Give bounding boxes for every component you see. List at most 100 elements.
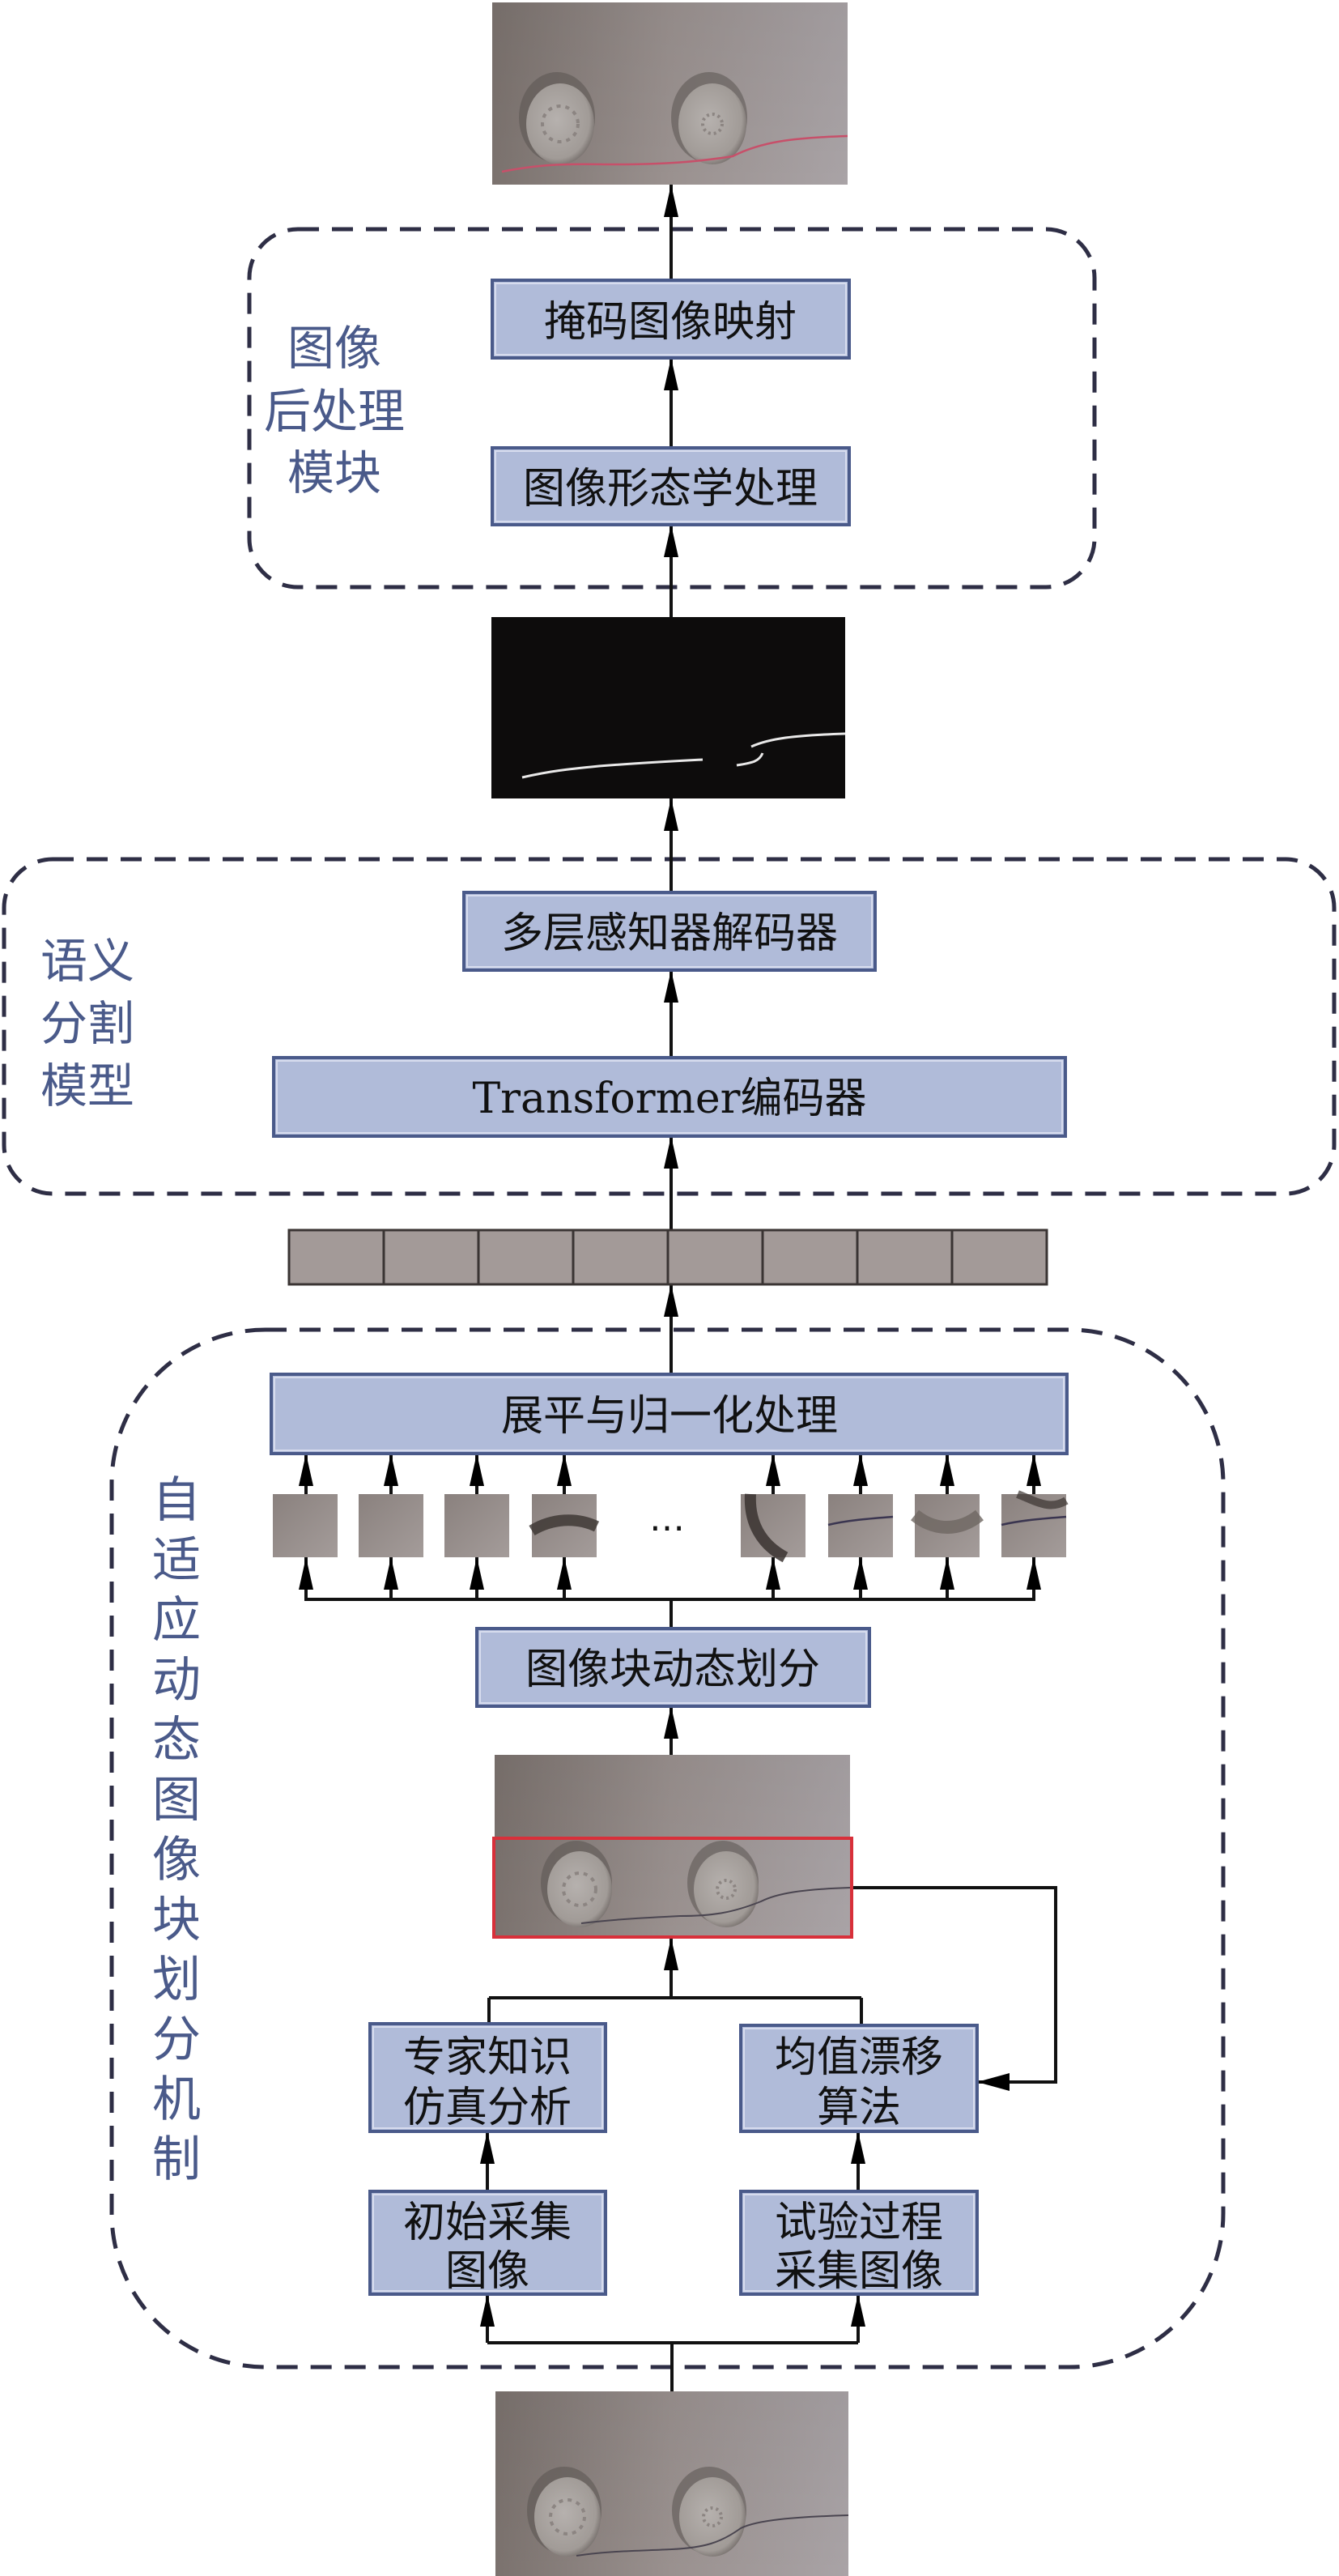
- box-label: 专家知识: [403, 2033, 572, 2082]
- arrowhead-icon: [851, 2294, 865, 2327]
- arrowhead-icon: [766, 1557, 780, 1590]
- arrowhead-icon: [664, 358, 678, 390]
- image-patch: [444, 1494, 509, 1557]
- group-label-char: 机: [152, 2071, 201, 2128]
- arrowhead-icon: [480, 2131, 495, 2164]
- arrowhead-icon: [664, 1706, 678, 1739]
- box-label: 图像块动态划分: [525, 1646, 820, 1694]
- box-label: 掩码图像映射: [544, 298, 797, 347]
- group-label-line: 语义: [40, 934, 134, 989]
- box-label: Transformer编码器: [472, 1075, 866, 1123]
- arrowhead-icon: [853, 1454, 868, 1486]
- token-cell: [382, 1228, 480, 1286]
- group-label-char: 动: [152, 1652, 201, 1709]
- arrowhead-icon: [470, 1454, 484, 1486]
- group-label-char: 态: [152, 1712, 201, 1769]
- arrowhead-icon: [557, 1454, 572, 1486]
- token-cell: [761, 1228, 859, 1286]
- arrowhead-icon: [664, 798, 678, 831]
- box-label: 仿真分析: [403, 2084, 572, 2132]
- arrowhead-icon: [664, 185, 678, 217]
- image-patch: [827, 1494, 894, 1557]
- arrowhead-icon: [853, 1557, 868, 1590]
- group-label-char: 适: [152, 1532, 201, 1589]
- box-label: 算法: [817, 2084, 901, 2132]
- image-patch: [529, 1494, 600, 1557]
- expert-knowledge-box: 专家知识 仿真分析: [368, 2022, 607, 2133]
- morphology-box: 图像形态学处理: [491, 446, 851, 526]
- arrowhead-icon: [664, 1136, 678, 1169]
- token-cell: [572, 1228, 670, 1286]
- group-label-line: 后处理: [264, 384, 405, 439]
- box-label: 图像: [445, 2247, 529, 2296]
- box-label: 多层感知器解码器: [501, 909, 838, 958]
- flatten-normalize-box: 展平与归一化处理: [270, 1373, 1069, 1455]
- roi-photo: [492, 1755, 853, 1939]
- output-overlay-photo: [492, 2, 848, 185]
- image-patch: [273, 1494, 338, 1557]
- mask-crack-line: [521, 758, 704, 779]
- adaptive-patching-group-border: [109, 1327, 1226, 2369]
- arrowhead-icon: [766, 1454, 780, 1486]
- token-cell: [287, 1228, 385, 1286]
- arrowhead-icon: [664, 525, 678, 557]
- dynamic-patch-division-box: 图像块动态划分: [475, 1627, 871, 1708]
- arrowhead-icon: [299, 1454, 313, 1486]
- token-cell: [666, 1228, 764, 1286]
- group-label-char: 制: [152, 2131, 201, 2188]
- mask-crack-line: [750, 732, 846, 748]
- arrowhead-icon: [664, 970, 678, 1003]
- arrowhead-icon: [557, 1557, 572, 1590]
- group-label-char: 自: [152, 1472, 201, 1529]
- group-label-char: 图: [152, 1772, 201, 1829]
- group-label-line: 图像: [287, 321, 381, 376]
- group-label-char: 应: [152, 1592, 201, 1649]
- token-cell: [950, 1228, 1048, 1286]
- transformer-encoder-box: Transformer编码器: [272, 1056, 1067, 1138]
- arrowhead-icon: [470, 1557, 484, 1590]
- box-label: 均值漂移: [775, 2033, 943, 2082]
- feedback-connector: [852, 1886, 1057, 2084]
- box-label: 图像形态学处理: [523, 465, 818, 513]
- crack-overlay-line: [501, 134, 848, 173]
- arrowhead-icon: [1027, 1557, 1041, 1590]
- mlp-decoder-box: 多层感知器解码器: [462, 891, 877, 972]
- image-patch: [741, 1493, 806, 1563]
- arrowhead-icon: [940, 1454, 954, 1486]
- group-label-line: 分割: [40, 996, 134, 1051]
- input-photo: [495, 2391, 849, 2576]
- arrowhead-icon: [664, 1938, 678, 1970]
- box-label: 初始采集: [403, 2199, 572, 2247]
- arrowhead-icon: [384, 1557, 398, 1590]
- mask-mapping-box: 掩码图像映射: [491, 279, 851, 360]
- arrowhead-icon: [384, 1454, 398, 1486]
- arrowhead-icon: [1027, 1454, 1041, 1486]
- semantic-segmentation-group-label: 语义 分割 模型: [40, 934, 134, 1113]
- group-label-line: 模块: [287, 445, 381, 500]
- crack-line: [576, 2514, 849, 2557]
- patch-ellipsis: …: [649, 1498, 685, 1539]
- group-label-char: 块: [152, 1892, 201, 1948]
- token-cell: [856, 1228, 954, 1286]
- roi-highlight: [492, 1837, 853, 1939]
- token-sequence: [287, 1228, 1048, 1286]
- group-label-line: 模型: [40, 1058, 134, 1113]
- arrowhead-icon: [851, 2131, 865, 2164]
- group-label-char: 分: [152, 2012, 201, 2068]
- box-label: 试验过程: [775, 2199, 943, 2247]
- arrowhead-icon: [664, 1284, 678, 1317]
- test-process-images-box: 试验过程 采集图像: [739, 2190, 979, 2296]
- mean-shift-box: 均值漂移 算法: [739, 2024, 979, 2133]
- arrowhead-icon: [480, 2294, 495, 2327]
- box-label: 采集图像: [775, 2247, 943, 2296]
- crack-line: [580, 1887, 851, 1924]
- box-label: 展平与归一化处理: [501, 1392, 838, 1441]
- arrowheads: [299, 185, 1041, 2327]
- image-patches: [273, 1490, 1069, 1563]
- mask-crack-line: [736, 752, 764, 767]
- arrowhead-icon: [299, 1557, 313, 1590]
- group-label-char: 像: [152, 1832, 201, 1888]
- semantic-segmentation-group-border: [2, 857, 1337, 1196]
